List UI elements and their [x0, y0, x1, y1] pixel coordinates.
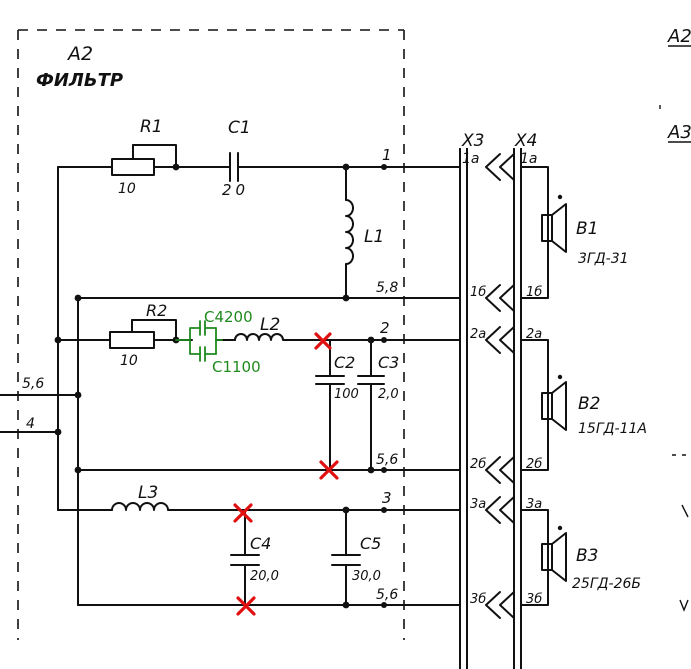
b1-model: 3ГД-31: [578, 251, 629, 267]
node-label-56b: 5,6: [376, 587, 398, 603]
added-part-upper: C4200: [204, 308, 253, 326]
module-title: ФИЛЬТР: [36, 70, 123, 91]
speaker-b1: [541, 194, 567, 253]
module-ref: A2: [66, 43, 93, 65]
c4-value: 20,0: [250, 569, 279, 584]
capacitor-c4: [230, 554, 260, 566]
node-label-3: 3: [382, 489, 392, 507]
speaker-b3: [541, 525, 567, 582]
pin-x3-1b: 1б: [470, 285, 486, 300]
added-capacitor-pair: [175, 320, 223, 362]
capacitor-c3: [357, 375, 385, 385]
edge-label-a3: A3: [667, 122, 691, 143]
resistor-r1: [111, 144, 180, 176]
pin-x4-2b: 2б: [526, 457, 542, 472]
module-frame: [17, 29, 405, 640]
c5-value: 30,0: [352, 569, 381, 584]
node-label-56a: 5,6: [376, 452, 398, 468]
c3-value: 2,0: [378, 387, 399, 402]
c2-ref: C2: [334, 353, 355, 372]
capacitor-c5: [331, 554, 361, 566]
inductor-l3: [111, 502, 173, 511]
node-label-1: 1: [382, 146, 392, 164]
capacitor-c2: [315, 375, 345, 385]
pin-x3-3a: 3a: [470, 497, 486, 512]
pin-x3-2a: 2a: [470, 327, 486, 342]
c4-ref: C4: [250, 534, 271, 553]
b2-model: 15ГД-11А: [578, 421, 647, 437]
b1-ref: B1: [576, 219, 598, 239]
r1-value: 10: [118, 181, 136, 197]
pin-x4-3b: 3б: [526, 592, 542, 607]
c3-ref: C3: [378, 353, 399, 372]
pin-x4-3a: 3a: [526, 497, 542, 512]
l2-ref: L2: [260, 315, 280, 335]
l3-ref: L3: [138, 483, 158, 503]
edge-label-a2: A2: [667, 26, 691, 47]
speaker-b2: [541, 374, 567, 431]
edge-fragment-2: [681, 504, 689, 518]
node-label-58: 5,8: [376, 280, 398, 296]
l1-ref: L1: [364, 227, 384, 247]
added-part-lower: C1100: [212, 358, 261, 376]
input-label-lower: 4: [26, 416, 35, 432]
connector-x4-label: X4: [514, 131, 537, 151]
input-label-upper: 5,6: [22, 376, 44, 392]
pin-x4-1b: 1б: [526, 285, 542, 300]
r2-value: 10: [120, 353, 138, 369]
c1-ref: C1: [228, 118, 251, 138]
pin-x3-2b: 2б: [470, 457, 486, 472]
pin-x3-1a: 1a: [462, 151, 480, 167]
inductor-l1: [345, 199, 354, 265]
connector-x4-bus: [513, 148, 522, 669]
r2-ref: R2: [146, 301, 167, 320]
b2-ref: B2: [578, 394, 600, 414]
connector-chevrons: [485, 153, 515, 619]
c5-ref: C5: [360, 534, 381, 553]
connector-x3-label: X3: [461, 131, 484, 151]
edge-fragment-3: [679, 599, 689, 612]
b3-model: 25ГД-26Б: [572, 576, 641, 592]
capacitor-c1: [229, 152, 239, 182]
b3-ref: B3: [576, 546, 598, 566]
r1-ref: R1: [140, 117, 163, 137]
pin-x3-3b: 3б: [470, 592, 486, 607]
red-cross-marks: [233, 332, 339, 616]
resistor-r2: [109, 319, 177, 349]
connector-x3-bus: [459, 148, 468, 669]
junction-dots: [54, 163, 387, 609]
pin-x4-1a: 1a: [520, 151, 538, 167]
pin-x4-2a: 2a: [526, 327, 542, 342]
inductor-l2: [234, 333, 286, 341]
c1-value: 20: [222, 181, 249, 199]
speaker-wiring: [520, 166, 549, 606]
c2-value: 100: [334, 387, 359, 402]
wiring: [0, 166, 461, 606]
node-label-2: 2: [380, 319, 390, 337]
